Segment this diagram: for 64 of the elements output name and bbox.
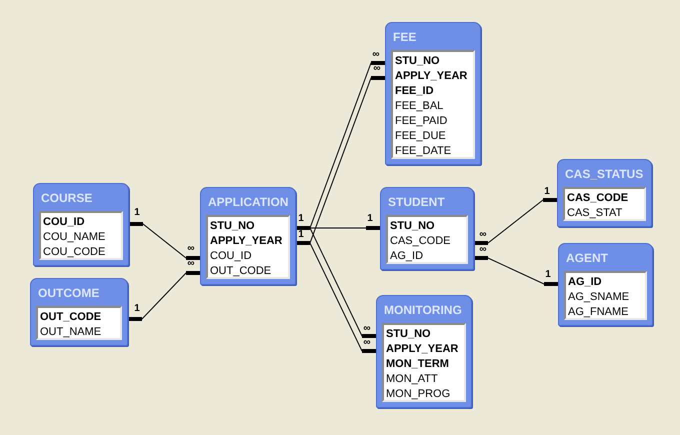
table-card — [200, 187, 296, 285]
cardinality-label: ∞ — [363, 338, 371, 348]
table-card — [557, 159, 652, 227]
field-name: CAS_CODE — [566, 191, 630, 206]
field-name: COU_CODE — [42, 245, 106, 260]
field-name: MON_PROG — [385, 387, 452, 402]
field-name: AG_FNAME — [567, 305, 630, 320]
field-name: OUT_CODE — [39, 310, 102, 325]
table-title: FEE — [393, 30, 416, 45]
table-title: STUDENT — [388, 195, 445, 210]
field-name: APPLY_YEAR — [209, 234, 284, 249]
cardinality-label: 1 — [298, 230, 304, 240]
field-name: COU_ID — [42, 215, 86, 230]
table-card — [376, 295, 472, 408]
field-name: STU_NO — [385, 327, 432, 342]
cardinality-label: ∞ — [479, 245, 487, 255]
cardinality-label: 1 — [134, 208, 140, 218]
field-name: FEE_DUE — [394, 129, 447, 144]
table-card — [385, 22, 481, 165]
cardinality-label: 1 — [367, 214, 373, 224]
table-title: COURSE — [41, 191, 92, 206]
cardinality-label: ∞ — [363, 324, 371, 334]
field-name: OUT_NAME — [39, 325, 102, 340]
field-name: CAS_CODE — [389, 234, 452, 249]
field-name: MON_TERM — [385, 357, 450, 372]
cardinality-label: ∞ — [479, 230, 487, 240]
field-name: COU_NAME — [42, 230, 106, 245]
table-title: CAS_STATUS — [565, 167, 644, 182]
table-title: OUTCOME — [38, 286, 100, 301]
table-title: AGENT — [566, 251, 608, 266]
field-name: STU_NO — [209, 219, 256, 234]
table-title: MONITORING — [384, 303, 462, 318]
cardinality-label: 1 — [298, 214, 304, 224]
table-card — [380, 187, 474, 270]
field-name: APPLY_YEAR — [394, 69, 468, 84]
field-name: APPLY_YEAR — [385, 342, 460, 357]
table-title: APPLICATION — [208, 195, 288, 210]
field-name: AG_SNAME — [567, 290, 630, 305]
cardinality-label: ∞ — [372, 50, 380, 60]
field-name: FEE_DATE — [394, 144, 452, 159]
cardinality-label: ∞ — [187, 244, 195, 254]
field-name: OUT_CODE — [209, 264, 272, 279]
cardinality-label: 1 — [134, 304, 140, 314]
relationship-line — [474, 198, 558, 245]
cardinality-label: 1 — [544, 187, 550, 197]
field-name: AG_ID — [567, 275, 603, 290]
field-name: FEE_PAID — [394, 114, 448, 129]
table-card — [30, 278, 128, 346]
cardinality-label: ∞ — [187, 259, 195, 269]
relationship-line — [128, 222, 200, 260]
field-name: STU_NO — [389, 219, 436, 234]
cardinality-label: ∞ — [373, 64, 381, 74]
relationship-line — [474, 256, 558, 286]
field-name: FEE_ID — [394, 84, 435, 99]
field-name: CAS_STAT — [566, 206, 624, 221]
field-name: COU_ID — [209, 249, 253, 264]
field-name: AG_ID — [389, 249, 424, 264]
field-name: STU_NO — [394, 54, 441, 69]
relationship-line — [128, 271, 200, 321]
field-name: MON_ATT — [385, 372, 439, 387]
cardinality-label: 1 — [545, 270, 551, 280]
field-name: FEE_BAL — [394, 99, 444, 114]
table-card — [558, 243, 653, 326]
table-card — [33, 183, 129, 266]
